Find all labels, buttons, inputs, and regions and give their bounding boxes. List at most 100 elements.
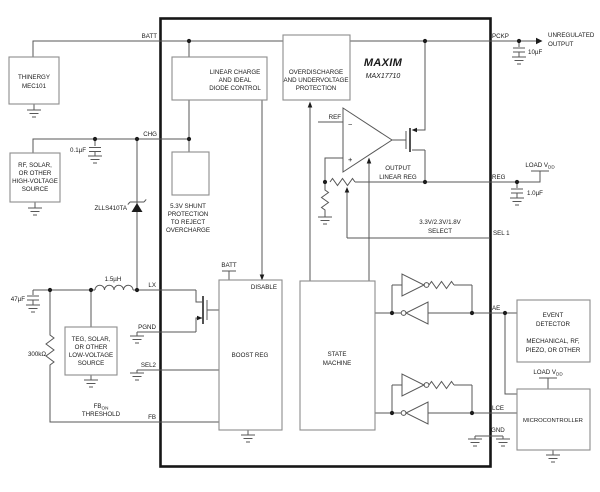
schottky-diode-icon	[131, 203, 143, 212]
pin-lce: LCE	[492, 405, 504, 412]
svg-text:STATE: STATE	[327, 351, 346, 358]
thinergy-label2: MEC101	[22, 83, 47, 90]
svg-text:SELECT: SELECT	[428, 228, 452, 235]
ground-icon	[317, 216, 333, 225]
ground-icon	[509, 197, 525, 206]
ground-icon	[129, 372, 145, 381]
svg-text:PROTECTION: PROTECTION	[296, 85, 337, 92]
svg-text:OUTPUT: OUTPUT	[385, 165, 411, 172]
svg-text:LINEAR REG: LINEAR REG	[379, 174, 417, 181]
ground-icon	[129, 335, 145, 344]
pin-gnd: GND	[491, 427, 505, 434]
svg-text:DETECTOR: DETECTOR	[536, 321, 570, 328]
block-overdischarge: OVERDISCHARGE AND UNDERVOLTAGE PROTECTIO…	[282, 34, 351, 101]
svg-text:LINEAR CHARGE: LINEAR CHARGE	[210, 69, 261, 76]
svg-text:OVERCHARGE: OVERCHARGE	[166, 227, 210, 234]
svg-text:AND UNDERVOLTAGE: AND UNDERVOLTAGE	[284, 77, 349, 84]
svg-text:SOURCE: SOURCE	[78, 360, 104, 367]
fb-threshold-label: FBON	[94, 403, 109, 410]
ground-icon	[83, 379, 99, 388]
ref-label: REF	[329, 114, 342, 121]
block-microcontroller: MICROCONTROLLER	[516, 388, 591, 451]
svg-text:AND IDEAL: AND IDEAL	[219, 77, 252, 84]
svg-text:DIODE CONTROL: DIODE CONTROL	[209, 85, 261, 92]
ground-icon	[25, 304, 41, 313]
block-boost-reg: DISABLE BOOST REG BATT	[218, 262, 283, 431]
ground-icon	[240, 434, 256, 443]
pin-reg: REG	[492, 174, 506, 181]
arrowheads	[259, 37, 543, 281]
mosfet-output-reg-icon	[405, 127, 417, 152]
disable-label: DISABLE	[251, 284, 277, 291]
block-linear-charge: LINEAR CHARGE AND IDEAL DIODE CONTROL	[171, 56, 268, 101]
svg-text:OUTPUT: OUTPUT	[548, 41, 574, 48]
svg-text:MACHINE: MACHINE	[323, 360, 352, 367]
svg-text:OR OTHER: OR OTHER	[75, 344, 108, 351]
svg-text:OVERDISCHARGE: OVERDISCHARGE	[289, 69, 343, 76]
ground-icon	[87, 155, 103, 164]
svg-text:HIGH-VOLTAGE: HIGH-VOLTAGE	[12, 178, 58, 185]
cap-chg-label: 0.1µF	[70, 147, 86, 154]
svg-text:TO REJECT: TO REJECT	[171, 219, 205, 226]
ae-latch-icons	[400, 273, 430, 325]
pin-chg: CHG	[143, 131, 157, 138]
pin-lx: LX	[148, 282, 156, 289]
svg-text:3.3V/2.3V/1.8V: 3.3V/2.3V/1.8V	[419, 219, 461, 226]
pin-sel2: SEL2	[141, 362, 157, 369]
opamp-plus: +	[348, 155, 353, 164]
svg-text:UNREGULATED: UNREGULATED	[548, 32, 595, 39]
svg-text:MECHANICAL, RF,: MECHANICAL, RF,	[526, 338, 580, 345]
ic-outline	[159, 17, 492, 468]
ground-icons	[25, 56, 561, 463]
pin-sel1: SEL 1	[493, 230, 510, 237]
ground-icon	[511, 56, 527, 65]
component-labels: 0.1µF ZLLS410TA 1.5µH 47µF 300kΩ 10µF 1.…	[11, 32, 595, 418]
pin-pckp: PCKP	[492, 33, 509, 40]
inductor-label: 1.5µH	[105, 276, 122, 283]
svg-text:PIEZO, OR OTHER: PIEZO, OR OTHER	[526, 347, 581, 354]
batt-tap-label: BATT	[221, 262, 237, 269]
block-lv-source: TEG, SOLAR, OR OTHER LOW-VOLTAGE SOURCE	[64, 326, 118, 376]
res-fb-label: 300kΩ	[28, 351, 46, 358]
boost-reg-label: BOOST REG	[232, 352, 269, 359]
maxim-logo: MAXIM	[364, 57, 403, 69]
svg-text:THRESHOLD: THRESHOLD	[82, 411, 121, 418]
lce-latch-icons	[400, 373, 430, 425]
load-vdd-reg-label: LOAD VDD	[525, 162, 555, 169]
load-vdd-micro-label: LOAD VDD	[533, 369, 563, 376]
opamp-minus: −	[348, 120, 353, 129]
ground-icon	[27, 207, 43, 216]
opamp-icon: − +	[342, 107, 406, 173]
junction-dots	[47, 38, 522, 416]
block-shunt: 5.3V SHUNT PROTECTION TO REJECT OVERCHAR…	[166, 151, 210, 234]
diode-label: ZLLS410TA	[94, 205, 127, 212]
svg-text:PROTECTION: PROTECTION	[168, 211, 209, 218]
pin-batt: BATT	[142, 33, 158, 40]
ground-icon	[495, 438, 511, 447]
block-thinergy: THINERGY MEC101	[8, 56, 60, 105]
ground-icon	[26, 109, 42, 118]
svg-text:MICROCONTROLLER: MICROCONTROLLER	[523, 418, 583, 424]
ground-icon	[467, 438, 483, 447]
svg-text:TEG, SOLAR,: TEG, SOLAR,	[72, 336, 111, 343]
block-hv-source: RF, SOLAR, OR OTHER HIGH-VOLTAGE SOURCE	[9, 152, 61, 203]
svg-text:OR OTHER: OR OTHER	[19, 170, 52, 177]
block-state-machine: STATE MACHINE	[299, 280, 376, 431]
block-event-detector: EVENT DETECTOR MECHANICAL, RF, PIEZO, OR…	[516, 299, 591, 363]
svg-text:RF, SOLAR,: RF, SOLAR,	[18, 162, 52, 169]
part-number: MAX17710	[366, 73, 401, 80]
ground-icon	[545, 454, 561, 463]
wires	[27, 40, 557, 455]
svg-text:5.3V SHUNT: 5.3V SHUNT	[170, 203, 206, 210]
pin-labels: BATT CHG LX PGND SEL2 FB PCKP REG SEL 1 …	[138, 33, 510, 434]
pin-pgnd: PGND	[138, 324, 156, 331]
cap-pckp-label: 10µF	[528, 49, 542, 56]
cap-lx-label: 47µF	[11, 296, 25, 303]
svg-text:EVENT: EVENT	[543, 312, 564, 319]
thinergy-label: THINERGY	[18, 74, 50, 81]
pin-ae: AE	[492, 305, 500, 312]
mosfet-boost-icon	[197, 296, 208, 324]
svg-text:LOW-VOLTAGE: LOW-VOLTAGE	[69, 352, 113, 359]
